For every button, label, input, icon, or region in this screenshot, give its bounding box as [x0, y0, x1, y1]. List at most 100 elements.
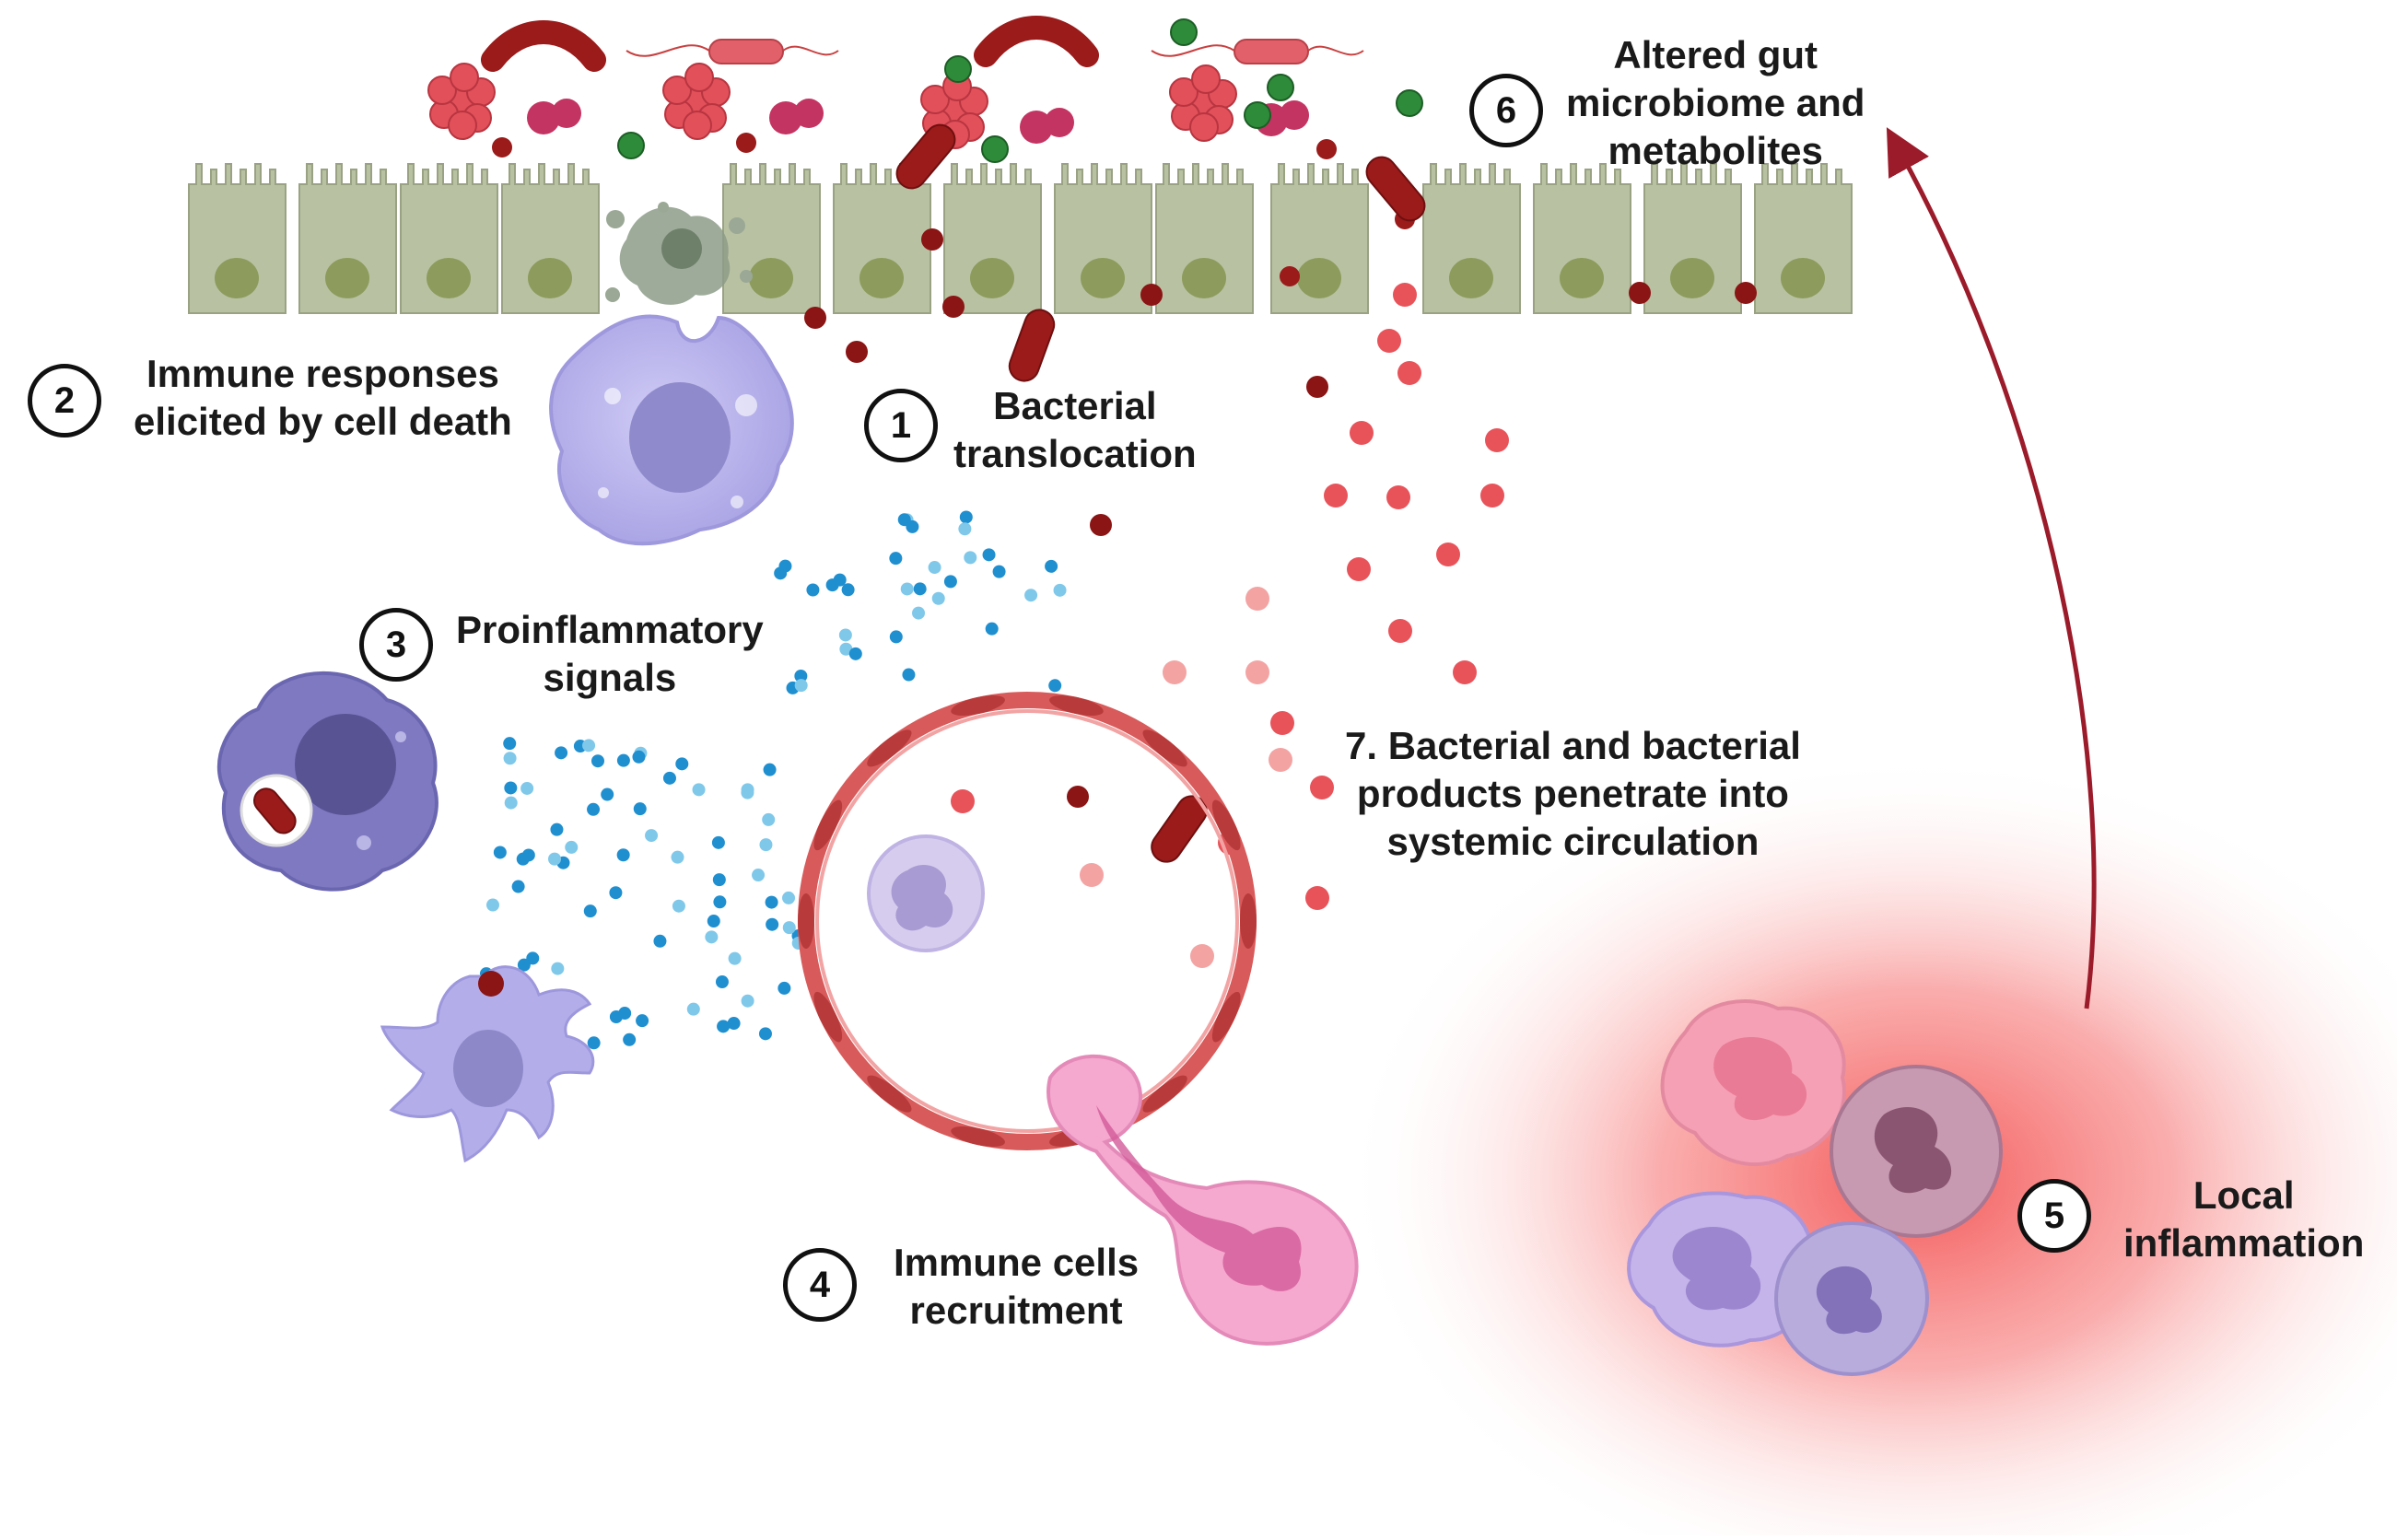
epithelial-cell-icon [943, 163, 1042, 314]
cytokine-dot-icon [902, 668, 916, 682]
flagellated-bacterium-icon [1151, 39, 1364, 64]
cytokine-dot-icon [741, 786, 754, 799]
coccus-cluster-icon [662, 63, 731, 140]
particle-icon [921, 228, 943, 251]
cytokine-dot-icon [504, 796, 518, 810]
cytokine-dot-icon [616, 848, 630, 862]
endothelial-cell-icon [813, 799, 843, 851]
cytokine-dot-icon [794, 669, 808, 682]
microbe-icon [1267, 74, 1294, 101]
cytokine-dot-icon [964, 551, 977, 565]
cytokine-dot-icon [906, 519, 919, 533]
cytokine-dot-icon [653, 934, 667, 948]
cytokine-dot-icon [711, 835, 725, 849]
particle-icon [1305, 886, 1329, 910]
cytokine-dot-icon [632, 750, 646, 764]
step-5-badge: 5 [2017, 1179, 2091, 1253]
particle-icon [1480, 484, 1504, 508]
particle-icon [951, 789, 975, 813]
microbe-icon [944, 55, 972, 83]
cytokine-dot-icon [590, 754, 604, 768]
cytokine-dot-icon [609, 886, 623, 900]
epithelial-cell-icon [1754, 163, 1853, 314]
cytokine-dot-icon [1053, 583, 1067, 597]
cytokine-dot-icon [889, 630, 903, 644]
cytokine-dot-icon [520, 781, 534, 795]
cytokine-dot-icon [959, 510, 973, 524]
cytokine-dot-icon [765, 895, 778, 909]
cytokine-dot-icon [504, 781, 518, 795]
cytokine-dot-icon [833, 573, 847, 587]
step-1-badge: 1 [864, 389, 938, 462]
cytokine-dot-icon [1048, 679, 1062, 693]
particle-icon [1393, 283, 1417, 307]
particle-icon [1397, 361, 1421, 385]
cytokine-dot-icon [752, 869, 766, 882]
cytokine-dot-icon [794, 679, 808, 693]
particle-icon [1269, 748, 1292, 772]
cytokine-dot-icon [848, 647, 862, 660]
dying-cell-icon [605, 202, 753, 305]
rod-bacterium-icon [895, 123, 956, 190]
cytokine-dot-icon [583, 904, 597, 918]
dendritic-cell-icon [380, 965, 595, 1163]
cytokine-dot-icon [587, 1036, 601, 1050]
particle-icon [1436, 542, 1460, 566]
endothelial-cell-icon [1211, 991, 1241, 1043]
cytokine-dot-icon [889, 552, 903, 566]
endothelial-cell-icon [798, 893, 814, 949]
epithelial-cell-icon [188, 163, 286, 314]
cytokine-dot-icon [551, 962, 565, 975]
cytokine-dot-icon [550, 822, 564, 836]
intestinal-epithelium [188, 163, 1853, 314]
macrophage-icon [549, 314, 794, 546]
endothelial-cell-icon [813, 991, 843, 1043]
epithelial-cell-icon [722, 163, 821, 314]
cytokine-dot-icon [717, 1020, 731, 1033]
cytokine-dot-icon [943, 575, 957, 589]
endothelial-cell-icon [867, 1075, 912, 1113]
particle-icon [1629, 282, 1651, 304]
cytokine-dot-icon [517, 958, 531, 972]
spiky-bacterium-icon [769, 99, 824, 134]
spiky-bacterium-icon [1020, 108, 1074, 144]
particle-icon [1270, 711, 1294, 735]
neutrophil-icon [867, 834, 985, 952]
cytokine-dot-icon [928, 561, 941, 575]
epithelial-cell-icon [1155, 163, 1254, 314]
cytokine-dot-icon [727, 1017, 741, 1031]
epithelial-cell-icon [1422, 163, 1521, 314]
cytokine-dot-icon [645, 829, 659, 843]
cytokine-dot-icon [712, 873, 726, 887]
step-3-badge: 3 [359, 608, 433, 682]
endothelial-cell-icon [951, 1126, 1005, 1148]
cytokine-dot-icon [623, 1032, 637, 1046]
particle-icon [736, 133, 756, 153]
cytokine-dot-icon [759, 838, 773, 852]
curved-bacterium-icon [974, 16, 1099, 67]
epithelial-cell-icon [1643, 163, 1742, 314]
cytokine-dot-icon [766, 917, 779, 931]
cytokine-dot-icon [806, 583, 820, 597]
cytokine-dot-icon [636, 1014, 649, 1028]
inflammatory-cells-icon [1627, 999, 2003, 1376]
step-4-badge: 4 [783, 1248, 857, 1322]
cytokine-dot-icon [521, 848, 535, 862]
particle-icon [1386, 485, 1410, 509]
cytokine-dot-icon [715, 975, 729, 989]
cytokine-dot-icon [503, 737, 517, 751]
endothelial-cell-icon [1240, 893, 1257, 949]
cytokine-dot-icon [762, 812, 776, 826]
cytokine-dot-icon [503, 752, 517, 765]
particle-icon [1067, 786, 1089, 808]
cytokine-dot-icon [841, 583, 855, 597]
curved-bacterium-icon [481, 20, 606, 72]
endothelial-cell-icon [1211, 799, 1241, 851]
cytokine-dot-icon [493, 846, 507, 859]
coccus-cluster-icon [427, 63, 496, 140]
epithelial-cell-icon [298, 163, 397, 314]
cytokine-dot-icon [728, 951, 742, 965]
